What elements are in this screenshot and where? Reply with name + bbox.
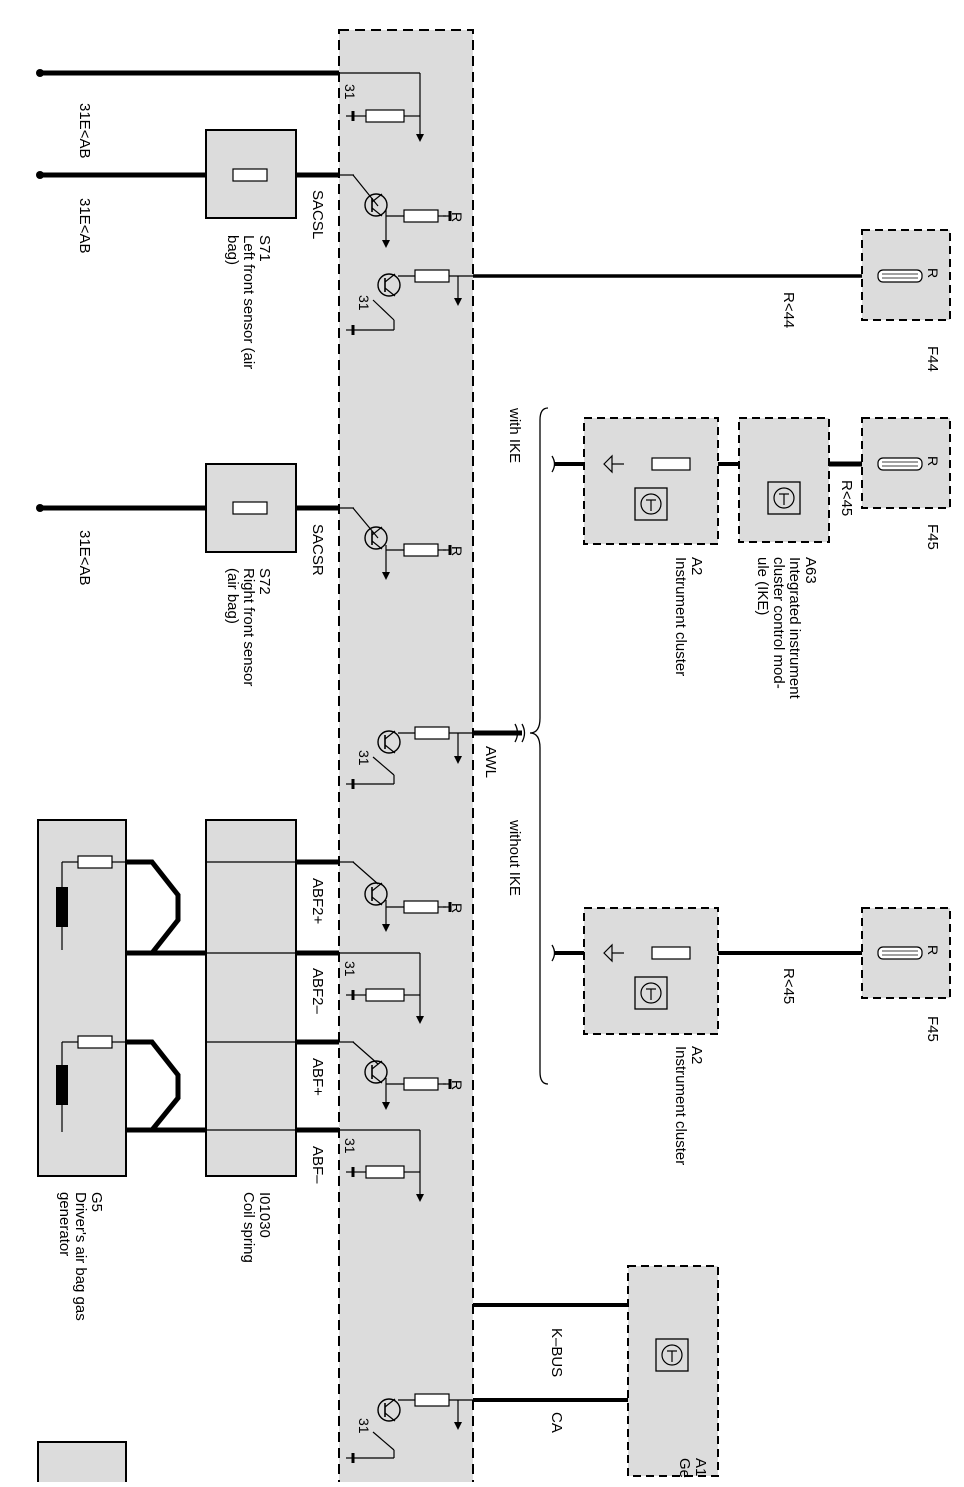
generator-desc-1: Driver's air bag gas — [72, 1192, 89, 1321]
wire-label-3: 31E<AB — [76, 530, 93, 585]
coil-spring-connector — [205, 819, 297, 1177]
coil-spring-id: I01030 — [256, 1192, 273, 1238]
wire-label-1: 31E<AB — [76, 103, 93, 158]
r-label-abf2: R — [449, 903, 465, 913]
fuse-f44-id: F44 — [924, 346, 941, 372]
sensor-s72 — [205, 463, 297, 553]
branch-with-ike: with IKE — [506, 407, 523, 463]
wire-break-marks — [514, 455, 556, 962]
fuse-f45-ike-id: F45 — [924, 524, 941, 550]
r-label-abf: R — [449, 1080, 465, 1090]
pin-kbus: K–BUS — [548, 1328, 565, 1377]
pin-sacsl: SACSL — [309, 190, 326, 239]
fuse-f44 — [861, 229, 951, 321]
pin-abf2-minus: ABF2– — [309, 968, 326, 1015]
wire-r45-ike: R<45 — [838, 480, 855, 516]
branch-without-ike: without IKE — [506, 819, 523, 896]
module-a1 — [627, 1265, 719, 1477]
coil-spring-name: Coil spring — [240, 1192, 257, 1263]
pin-ground-31-top: 31 — [342, 84, 358, 100]
wire-r44: R<44 — [780, 292, 797, 328]
r-label-sacsr: R — [449, 546, 465, 556]
sensor-s72-desc-1: Right front sensor — [240, 568, 257, 686]
option-brace — [529, 407, 549, 1085]
fuse-f45-no-ike — [861, 907, 951, 999]
labels: 31E<AB 31E<AB 31E<AB S71 Left front sens… — [56, 84, 941, 1478]
sensor-s71-desc-2: bag) — [224, 235, 241, 265]
igniter-wires — [126, 859, 339, 1133]
gas-generator-g5 — [37, 819, 127, 1177]
module-a63-desc-3: ule (IKE) — [754, 557, 771, 615]
pin-ground-31-ca: 31 — [356, 1418, 372, 1434]
pin-awl: AWL — [482, 746, 499, 778]
coil-spring-thin-lines — [206, 861, 296, 1131]
partial-component-bottom — [37, 1441, 127, 1487]
ground-symbols — [344, 109, 462, 1465]
module-a2-no-ike-name: Instrument cluster — [672, 1046, 689, 1165]
pin-ground-31-abf2: 31 — [342, 961, 358, 977]
generator-desc-2: generator — [56, 1192, 73, 1256]
pin-abf-plus: ABF+ — [309, 1058, 326, 1096]
wire-label-2: 31E<AB — [76, 198, 93, 253]
pin-abf2-plus: ABF2+ — [309, 878, 326, 925]
sensor-s72-id: S72 — [256, 568, 273, 595]
module-a2-without-ike — [583, 907, 719, 1035]
module-a1-name: Ge — [676, 1458, 693, 1478]
r-label-f45-ike: R — [925, 456, 941, 466]
sensor-s71 — [205, 129, 297, 219]
module-a2-with-ike — [583, 417, 719, 545]
sensor-s71-desc-1: Left front sensor (air — [240, 235, 257, 369]
pin-ca: CA — [548, 1412, 565, 1433]
module-a63-desc-2: cluster control mod- — [770, 557, 787, 689]
r-label-f44: R — [925, 268, 941, 278]
pin-ground-31-awl: 31 — [356, 750, 372, 766]
r-label-f45-no-ike: R — [925, 945, 941, 955]
module-a63-ike — [738, 417, 830, 543]
airbag-control-unit — [338, 29, 474, 1487]
sensor-s72-desc-2: (air bag) — [224, 568, 241, 624]
internal-circuitry — [339, 72, 473, 1459]
module-a2-ike-id: A2 — [688, 557, 705, 575]
r-label-sacsl: R — [449, 212, 465, 222]
module-a1-id: A1 — [692, 1458, 709, 1476]
pin-ground-31-abf: 31 — [342, 1138, 358, 1154]
pin-sacsr: SACSR — [309, 524, 326, 576]
generator-id: G5 — [88, 1192, 105, 1212]
pin-ground-31-r44: 31 — [356, 295, 372, 311]
module-a2-ike-name: Instrument cluster — [672, 557, 689, 676]
sensor-s71-id: S71 — [256, 235, 273, 262]
ground-wire-1 — [36, 69, 339, 77]
wire-r45-no-ike: R<45 — [780, 968, 797, 1004]
fuse-f45-no-ike-id: F45 — [924, 1016, 941, 1042]
module-a63-desc-1: Integrated instrument — [786, 557, 803, 700]
pin-abf-minus: ABF– — [309, 1146, 326, 1184]
fuse-f45-ike — [861, 417, 951, 509]
module-a63-id: A63 — [802, 557, 819, 584]
module-a2-no-ike-id: A2 — [688, 1046, 705, 1064]
